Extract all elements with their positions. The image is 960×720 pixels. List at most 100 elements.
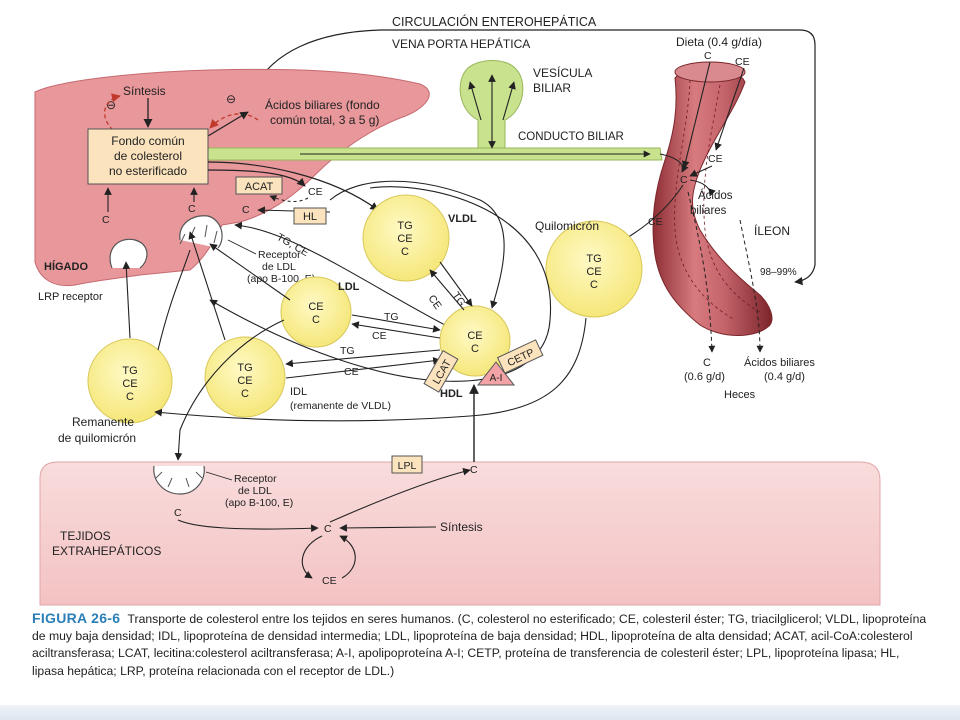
idl-ce: CE [237,375,252,387]
lpl-box [391,455,423,474]
ldl-receptor-tissue [153,465,205,495]
ldl-label: LDL [338,281,360,293]
lrp-label: LRP receptor [38,291,103,303]
extrahepatic-tissue [39,461,881,606]
chylomicron-particle [545,220,643,318]
portal-vein-label: VENA PORTA HEPÁTICA [392,36,530,51]
bile-duct-label: CONDUCTO BILIAR [518,131,624,143]
lcat-box: LCAT [423,349,459,393]
chylo-ce-label: CE [648,216,663,228]
feces-c-label: C [703,357,711,369]
tissue-synthesis-label: Síntesis [440,520,483,534]
apoa1-triangle: A-I [476,361,516,386]
ldl-ce: CE [308,301,323,313]
chylomicron-remnant-particle [87,338,173,424]
vldl-particle [362,194,450,282]
receptor-liver-label-1: Receptor [258,249,301,261]
idl-tg: TG [237,362,252,374]
hdl-ce: CE [467,330,482,342]
liver-c-label-3: C [188,203,196,215]
gallbladder-label-2: BILIAR [533,81,571,95]
hl-box [293,207,327,225]
vldl-hdl-ce: CE [426,293,444,312]
free-cholesterol-pool [87,128,209,185]
figure-caption-text: Transporte de colesterol entre los tejid… [32,612,927,678]
hdl-c: C [471,343,479,355]
ileum-bile-acids-1: Ácidos [698,189,733,202]
receptor-liver-label-2: de LDL [262,261,296,273]
receptor-tissue-label-1: Receptor [234,473,277,485]
inhibit-icon-2: ⊖ [226,92,236,106]
feces-label: Heces [724,389,756,401]
figure-caption: FIGURA 26-6 Transporte de colesterol ent… [32,610,932,680]
lrp-receptor [109,238,148,269]
tissue-c-label-1: C [174,507,182,519]
ldl-hdl-ce: CE [372,330,387,342]
tissue-label-2: EXTRAHEPÁTICOS [52,543,161,558]
circulation-label: CIRCULACIÓN ENTEROHEPÁTICA [392,14,597,29]
ileum-label: ÍLEON [754,223,790,238]
liver-c-label-2: C [102,214,110,226]
idl-hdl-tg: TG [340,345,355,357]
tissue-label-1: TEJIDOS [60,529,111,543]
receptor-tissue-label-3: (apo B-100, E) [225,497,293,509]
liver-synthesis-label: Síntesis [123,84,166,98]
ileum-ce-label: CE [708,153,723,165]
tissue-ce-label: CE [322,575,337,587]
chylo-c: C [590,279,598,291]
ileum-bile-acids-2: biliares [690,205,727,217]
vldl-hdl-tg: TG [450,290,468,309]
liver-bile-acids-1: Ácidos biliares (fondo [265,97,380,112]
diet-label: Dieta (0.4 g/día) [676,35,762,49]
gallbladder-label-1: VESÍCULA [533,65,592,80]
ldl-c: C [312,314,320,326]
chylo-ce: CE [586,266,601,278]
apoa1-label: A-I [490,373,503,384]
chylo-tg: TG [586,253,601,265]
acat-box [235,176,283,195]
ldl-receptor-liver [179,215,223,249]
vldl-label: VLDL [448,213,477,225]
idl-sublabel: (remanente de VLDL) [290,400,391,412]
ldl-hdl-tg: TG [384,311,399,323]
remnant-tg: TG [122,365,137,377]
pool-label-1: Fondo común [111,134,184,148]
enterohepatic-loop [249,29,816,286]
remnant-c: C [126,391,134,403]
idl-hdl-ce: CE [344,366,359,378]
idl-particle [204,336,286,418]
diet-c-label: C [704,50,712,62]
pool-label-2: de colesterol [114,149,182,163]
reabsorption-pct: 98–99% [760,267,797,278]
remnant-ce: CE [122,378,137,390]
hl-label: HL [303,211,317,223]
hdl-label: HDL [440,388,463,400]
diet-ce-label: CE [735,56,750,68]
ldl-particle [280,276,352,348]
liver-bile-acids-2: común total, 3 a 5 g) [270,113,379,127]
liver-shape [34,68,430,287]
remnant-label-2: de quilomicrón [58,431,136,445]
liver-ce-label: CE [308,186,323,198]
lpl-label: LPL [398,460,417,472]
pool-label-3: no esterificado [109,164,187,178]
idl-label: IDL [290,386,307,398]
inhibit-icon-1: ⊖ [106,98,116,112]
bottom-band [0,705,960,720]
feces-bile-acids: Ácidos biliares [744,356,815,369]
receptor-tissue-label-2: de LDL [238,485,272,497]
liver-c-label-1: C [242,204,250,216]
tissue-c-label-3: C [470,464,478,476]
idl-c: C [241,388,249,400]
vldl-c: C [401,246,409,258]
ileum-c-label: C [680,174,688,186]
feces-c-amount: (0.6 g/d) [684,371,725,383]
chylomicron-label: Quilomicrón [535,219,599,233]
remnant-label-1: Remanente [72,415,134,429]
feces-bile-amount: (0.4 g/d) [764,371,805,383]
vldl-ce: CE [397,233,412,245]
vldl-tg: TG [397,220,412,232]
acat-label: ACAT [245,181,274,193]
tissue-c-label-2: C [324,523,332,535]
